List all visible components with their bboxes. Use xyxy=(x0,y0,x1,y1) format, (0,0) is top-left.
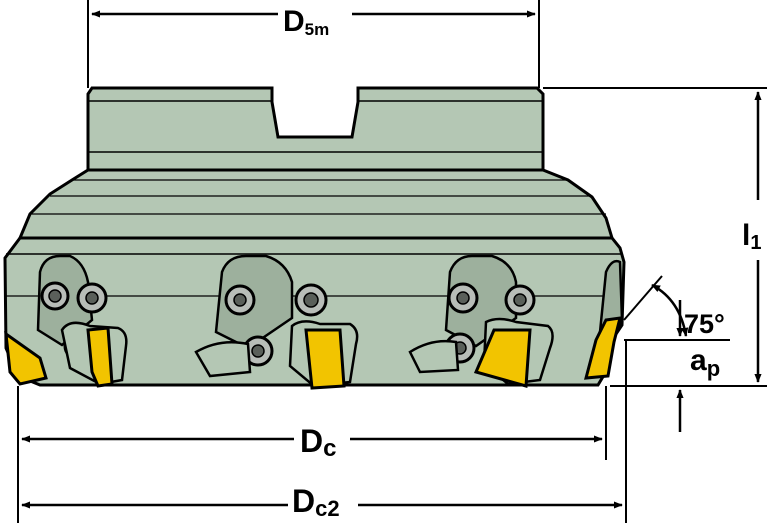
dimension-angle: 75° xyxy=(623,275,730,341)
insert-5 xyxy=(584,316,622,380)
insert-2 xyxy=(86,326,114,388)
label-dc2: Dc2 xyxy=(292,483,340,521)
insert-1 xyxy=(4,330,48,386)
dimension-dc: Dc xyxy=(17,386,607,523)
label-dc: Dc xyxy=(300,423,336,462)
dimension-ap: ap xyxy=(676,300,720,432)
label-l1: l1 xyxy=(742,219,761,254)
dimension-dc2: Dc2 xyxy=(21,340,627,523)
insert-3 xyxy=(304,328,346,390)
insert-4 xyxy=(473,328,532,388)
inserts xyxy=(4,316,622,390)
label-angle: 75° xyxy=(684,309,725,339)
dimension-d5m: D5m xyxy=(87,0,540,88)
label-d5m: D5m xyxy=(283,5,329,39)
label-ap: ap xyxy=(690,344,720,381)
dimension-l1: l1 xyxy=(543,87,767,387)
